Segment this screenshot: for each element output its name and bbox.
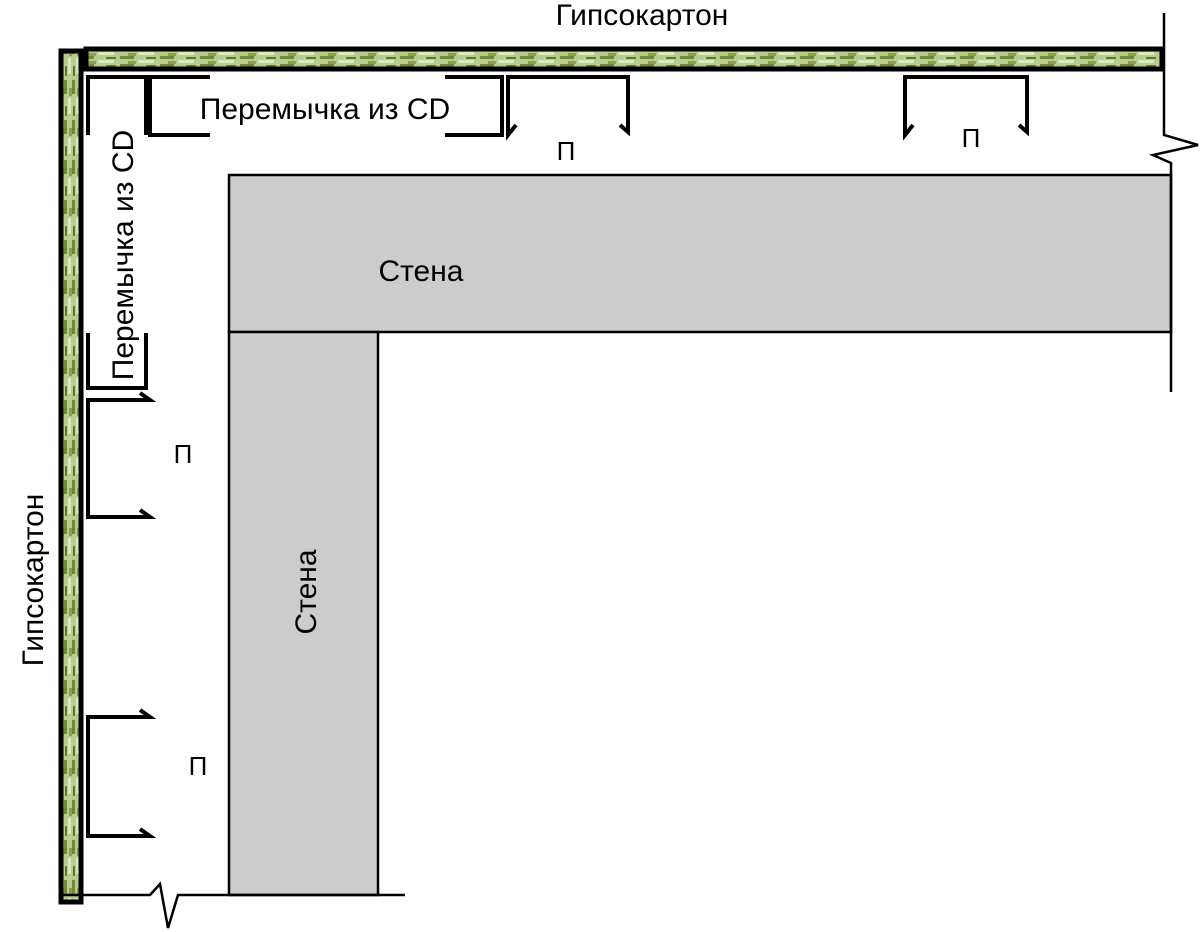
profile-left bbox=[86, 391, 157, 838]
drywall-left bbox=[58, 48, 84, 905]
profile-label: П bbox=[557, 136, 576, 166]
jumper-left bbox=[86, 75, 148, 390]
drywall-top-label: Гипсокартон bbox=[556, 0, 729, 32]
break-line-bottom bbox=[60, 881, 405, 929]
profile-label: П bbox=[962, 123, 981, 153]
wall bbox=[227, 173, 1173, 897]
jumper-top bbox=[148, 75, 504, 137]
drywall-left-label: Гипсокартон bbox=[17, 494, 50, 667]
profile-top bbox=[506, 75, 1029, 141]
profile-label: П bbox=[189, 751, 208, 781]
wall-horizontal-label: Стена bbox=[378, 255, 463, 288]
jumper-top-label: Перемычка из CD bbox=[200, 93, 450, 126]
break-line-right bbox=[1149, 13, 1199, 392]
jumper-left-label: Перемычка из CD bbox=[107, 130, 140, 380]
profile-label: П bbox=[174, 439, 193, 469]
drywall-top bbox=[83, 46, 1165, 72]
wall-vertical-label: Стена bbox=[290, 549, 323, 634]
